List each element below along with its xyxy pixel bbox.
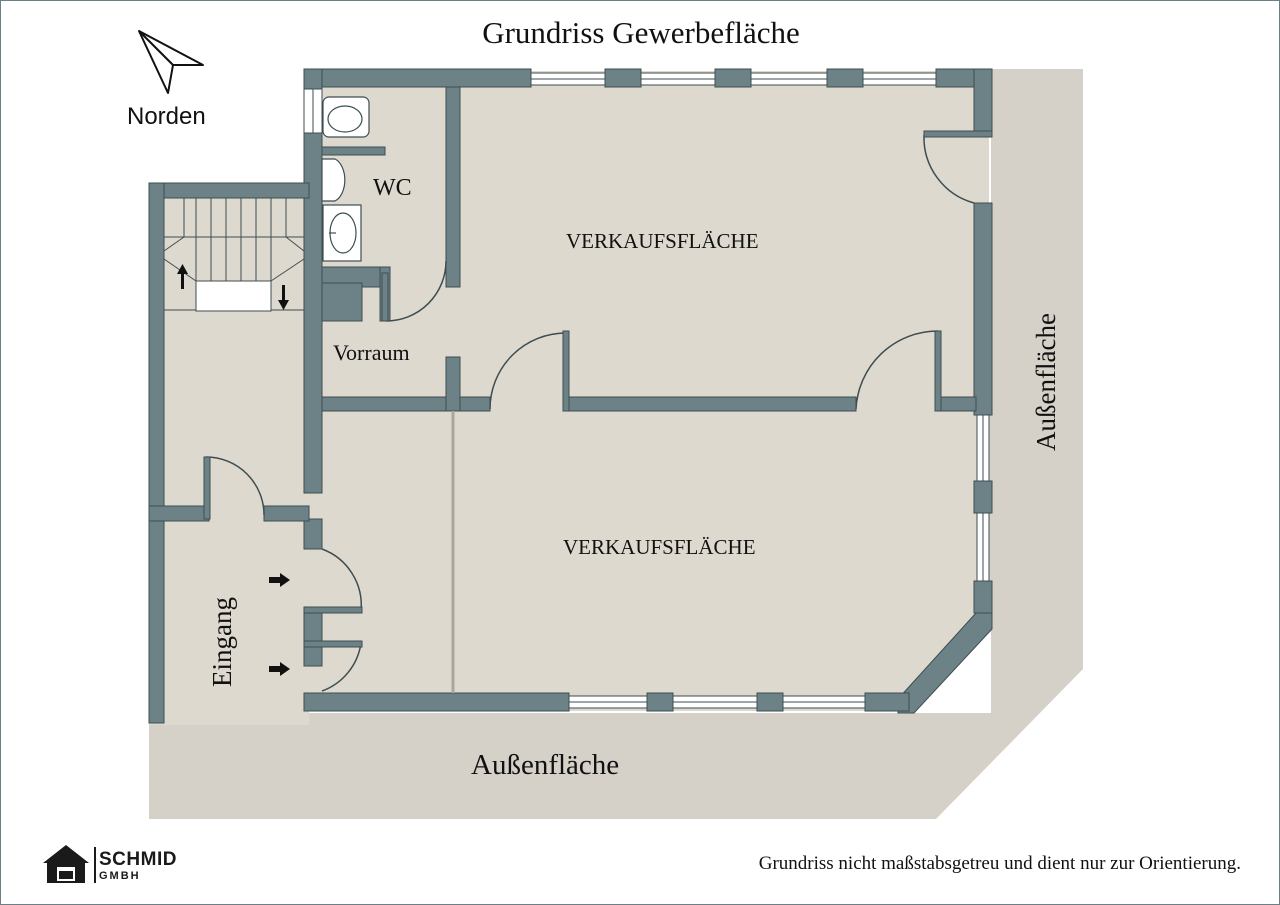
outdoor-area [149, 69, 1083, 819]
staircase [163, 197, 305, 312]
entrance-arrows [269, 573, 290, 676]
room-label-vorraum: Vorraum [333, 340, 410, 365]
north-arrow-icon [138, 30, 204, 94]
outdoor-label-bottom: Außenfläche [471, 749, 620, 781]
room-label-sales-upper: VERKAUFSFLÄCHE [566, 229, 759, 253]
compass-label: Norden [127, 103, 206, 130]
outdoor-label-right: Außenfläche [1031, 313, 1061, 451]
house-logo-icon [43, 845, 96, 883]
interior-floor [149, 71, 989, 725]
door-swings [205, 134, 975, 692]
page-title: Grundriss Gewerbefläche [482, 15, 800, 50]
urinal-icon [321, 158, 346, 202]
door-leaves [203, 130, 993, 648]
logo-name: SCHMID [99, 849, 177, 870]
logo-subtitle: GMBH [99, 870, 141, 882]
sanitary-fixtures [321, 96, 370, 262]
walls [148, 68, 993, 724]
disclaimer-text: Grundriss nicht maßstabsgetreu und dient… [758, 853, 1241, 874]
window-glazing [312, 78, 984, 703]
room-label-sales-lower: VERKAUFSFLÄCHE [563, 535, 756, 559]
room-label-wc: WC [373, 175, 412, 201]
company-logo: SCHMID GMBH [41, 843, 191, 887]
room-label-entrance: Eingang [207, 597, 237, 687]
stair-arrows [177, 264, 289, 310]
windows [303, 72, 990, 709]
